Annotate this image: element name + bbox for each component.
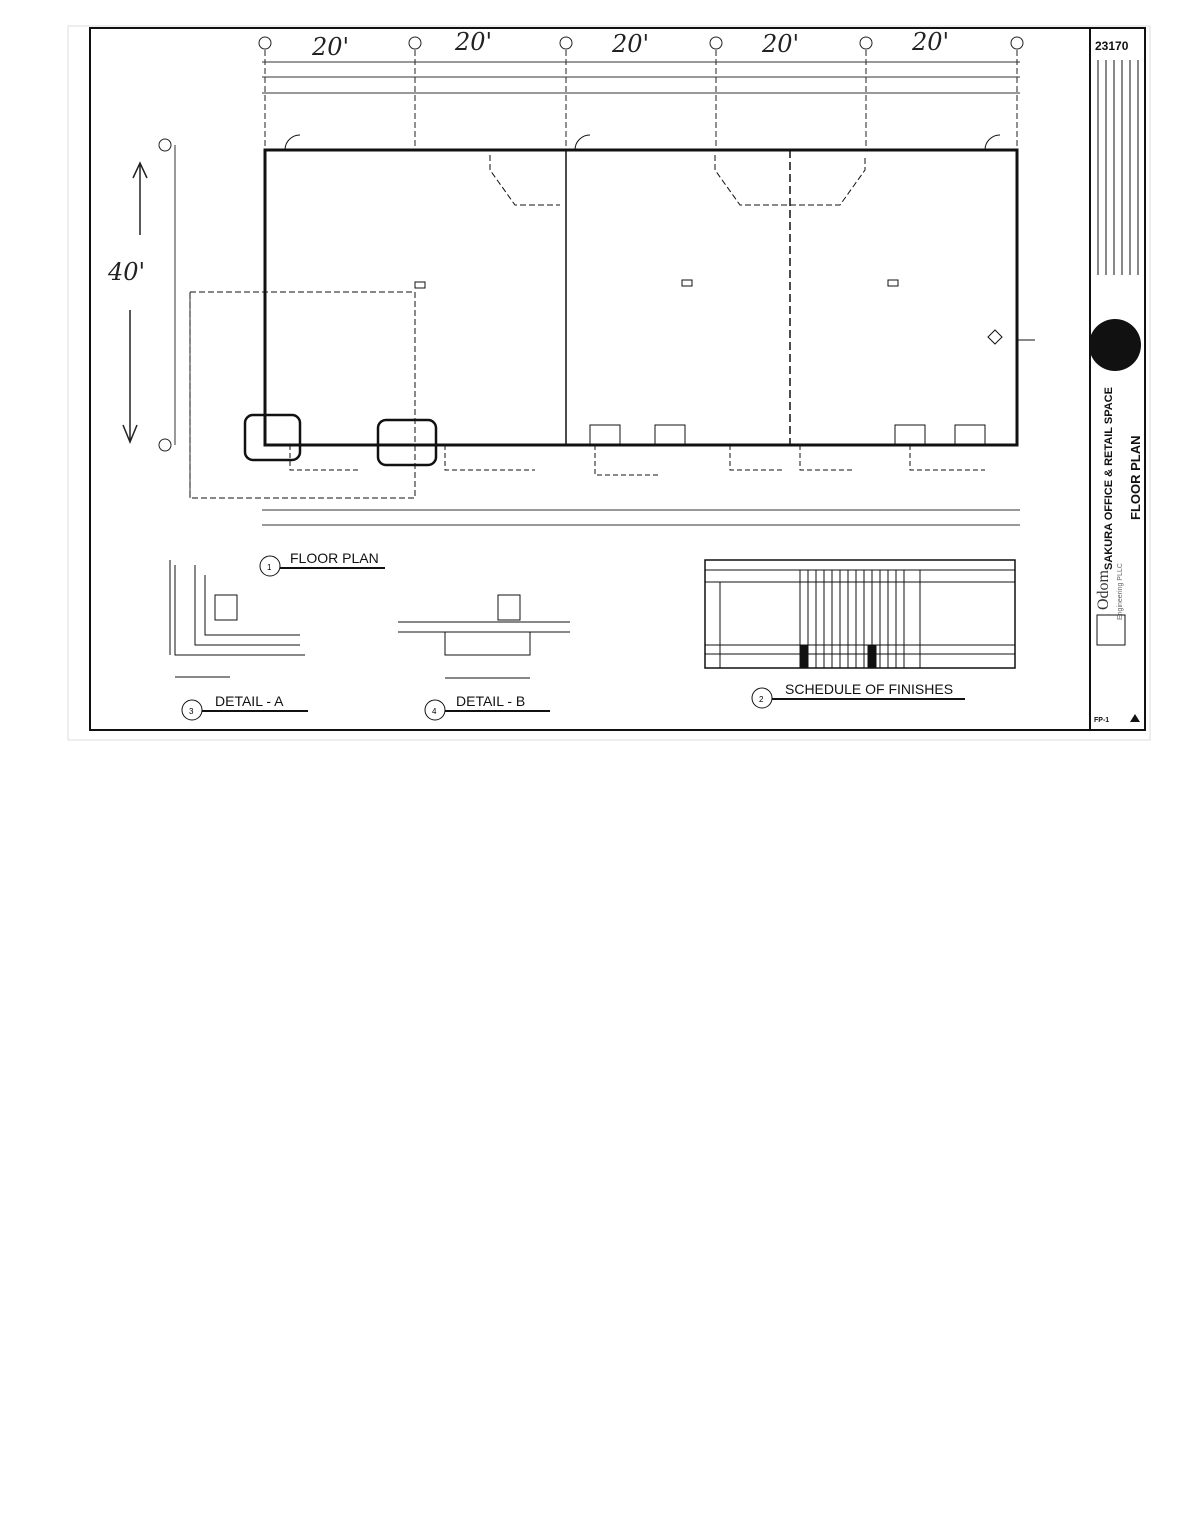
svg-text:3: 3 (189, 707, 194, 716)
firm-logo: Odom (1095, 569, 1112, 610)
schedule-of-finishes-table (704, 559, 1016, 669)
bay-dim-5: 20' (911, 28, 949, 56)
bay-dim-1: 20' (311, 33, 349, 61)
svg-text:DETAIL - A: DETAIL - A (215, 693, 284, 709)
svg-text:FLOOR PLAN: FLOOR PLAN (290, 550, 379, 566)
view-title-detail-b: 4 DETAIL - B (424, 693, 550, 721)
svg-text:SCHEDULE OF FINISHES: SCHEDULE OF FINISHES (785, 681, 953, 697)
view-title-detail-a: 3 DETAIL - A (181, 693, 308, 721)
depth-dim: 40' (107, 258, 145, 286)
drawing-title: FLOOR PLAN (1128, 436, 1143, 521)
title-block: 23170 SAKURA OFFICE & RETAIL SPACE FLOOR… (1089, 28, 1143, 730)
detail-a-drawing (169, 560, 305, 678)
sheet-number: FP-1 (1094, 717, 1109, 724)
sheet-scan-edge (67, 25, 1151, 741)
project-name: SAKURA OFFICE & RETAIL SPACE (1103, 387, 1115, 570)
detail-b-drawing (398, 594, 570, 679)
dimension-strings (174, 61, 1020, 526)
sheet-border (89, 27, 1146, 731)
bay-dim-2: 20' (454, 28, 492, 56)
svg-text:1: 1 (267, 563, 272, 572)
svg-text:4: 4 (432, 707, 437, 716)
view-title-floor-plan: 1 FLOOR PLAN (259, 550, 385, 577)
firm-subtitle: Engineering PLLC (1117, 563, 1124, 620)
engineer-seal (1089, 319, 1141, 371)
handwritten-arrows (122, 161, 148, 444)
column-grid (158, 36, 1024, 452)
svg-text:DETAIL - B: DETAIL - B (456, 693, 525, 709)
view-title-schedule: 2 SCHEDULE OF FINISHES (751, 681, 965, 709)
building-walls (189, 134, 1035, 499)
job-number: 23170 (1095, 39, 1129, 53)
bay-dim-3: 20' (611, 30, 649, 58)
bay-dim-4: 20' (761, 30, 799, 58)
svg-text:2: 2 (759, 695, 764, 704)
